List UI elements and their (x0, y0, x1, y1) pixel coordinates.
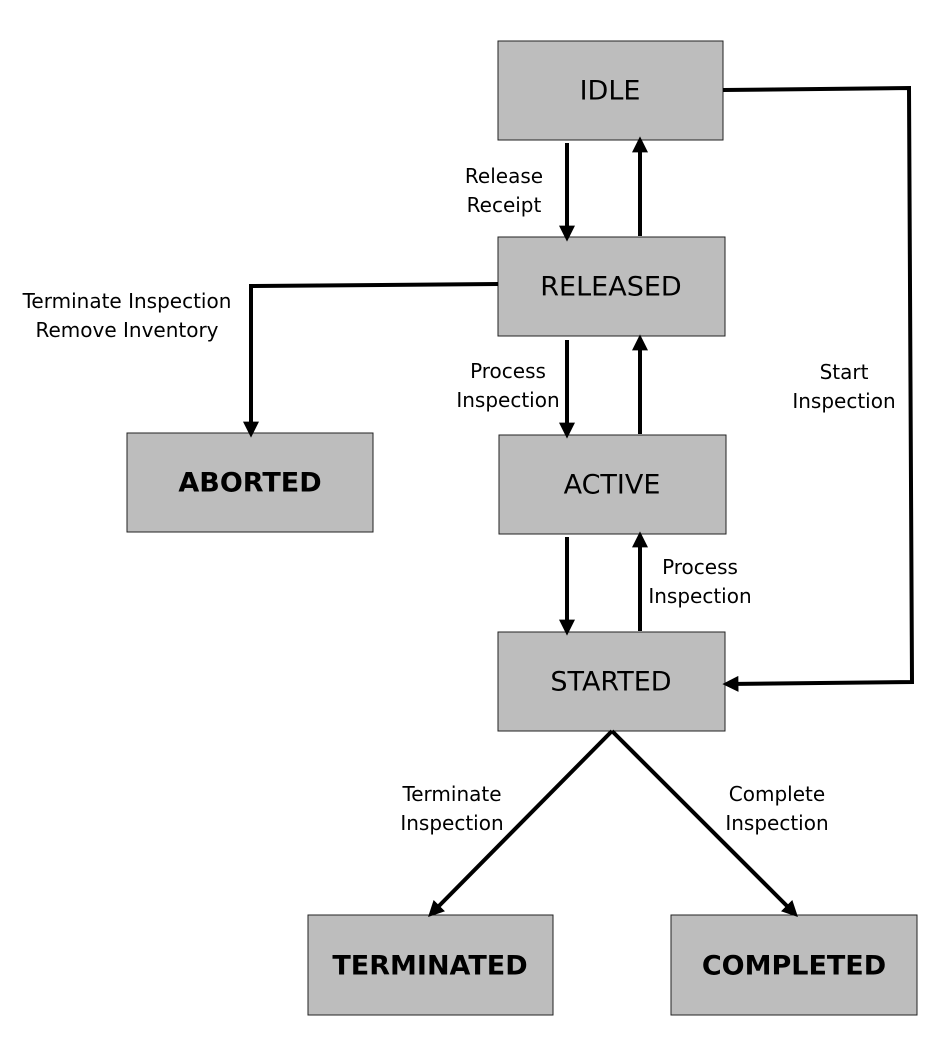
state-idle: IDLE (497, 40, 724, 141)
state-terminated-box (307, 914, 554, 1016)
state-active: ACTIVE (498, 434, 727, 535)
state-released: RELEASED (497, 236, 726, 337)
label-complete-inspection-line1: Complete (729, 782, 825, 806)
edge-started-to-completed (610, 729, 798, 917)
state-idle-label: IDLE (580, 76, 641, 107)
state-aborted-label: ABORTED (178, 468, 321, 499)
label-process-inspection-lower-line1: Process (662, 555, 738, 579)
label-start-inspection: Start Inspection (792, 360, 895, 413)
edge-idle-to-started (722, 85, 915, 692)
label-process-inspection-upper-line1: Process (470, 359, 546, 383)
state-released-label: RELEASED (540, 272, 681, 303)
label-terminate-remove-line2: Remove Inventory (35, 318, 218, 342)
label-process-inspection-upper: Process Inspection (456, 359, 559, 412)
label-process-inspection-upper-line2: Inspection (456, 388, 559, 412)
label-release-receipt: Release Receipt (465, 164, 543, 217)
label-complete-inspection-line2: Inspection (725, 811, 828, 835)
label-terminate-inspection-line2: Inspection (400, 811, 503, 835)
state-active-box (498, 434, 727, 535)
edge-started-to-terminated (428, 729, 614, 917)
state-terminated-label: TERMINATED (332, 951, 527, 982)
state-completed: COMPLETED (670, 914, 918, 1016)
label-process-inspection-lower-line2: Inspection (648, 584, 751, 608)
label-release-receipt-line1: Release (465, 164, 543, 188)
state-terminated: TERMINATED (307, 914, 554, 1016)
state-aborted: ABORTED (126, 432, 374, 533)
label-terminate-inspection: Terminate Inspection (400, 782, 503, 835)
state-released-box (497, 236, 726, 337)
state-started-box (497, 631, 726, 732)
state-completed-box (670, 914, 918, 1016)
state-started: STARTED (497, 631, 726, 732)
label-start-inspection-line1: Start (820, 360, 869, 384)
state-idle-box (497, 40, 724, 141)
label-terminate-inspection-line1: Terminate (401, 782, 501, 806)
label-terminate-remove-line1: Terminate Inspection (22, 289, 232, 313)
label-process-inspection-lower: Process Inspection (648, 555, 751, 608)
state-completed-label: COMPLETED (702, 951, 886, 982)
label-complete-inspection: Complete Inspection (725, 782, 828, 835)
edge-released-to-aborted (243, 282, 499, 438)
label-start-inspection-line2: Inspection (792, 389, 895, 413)
label-terminate-remove: Terminate Inspection Remove Inventory (22, 289, 232, 342)
state-started-label: STARTED (550, 667, 671, 698)
state-active-label: ACTIVE (564, 470, 661, 501)
label-release-receipt-line2: Receipt (467, 193, 542, 217)
